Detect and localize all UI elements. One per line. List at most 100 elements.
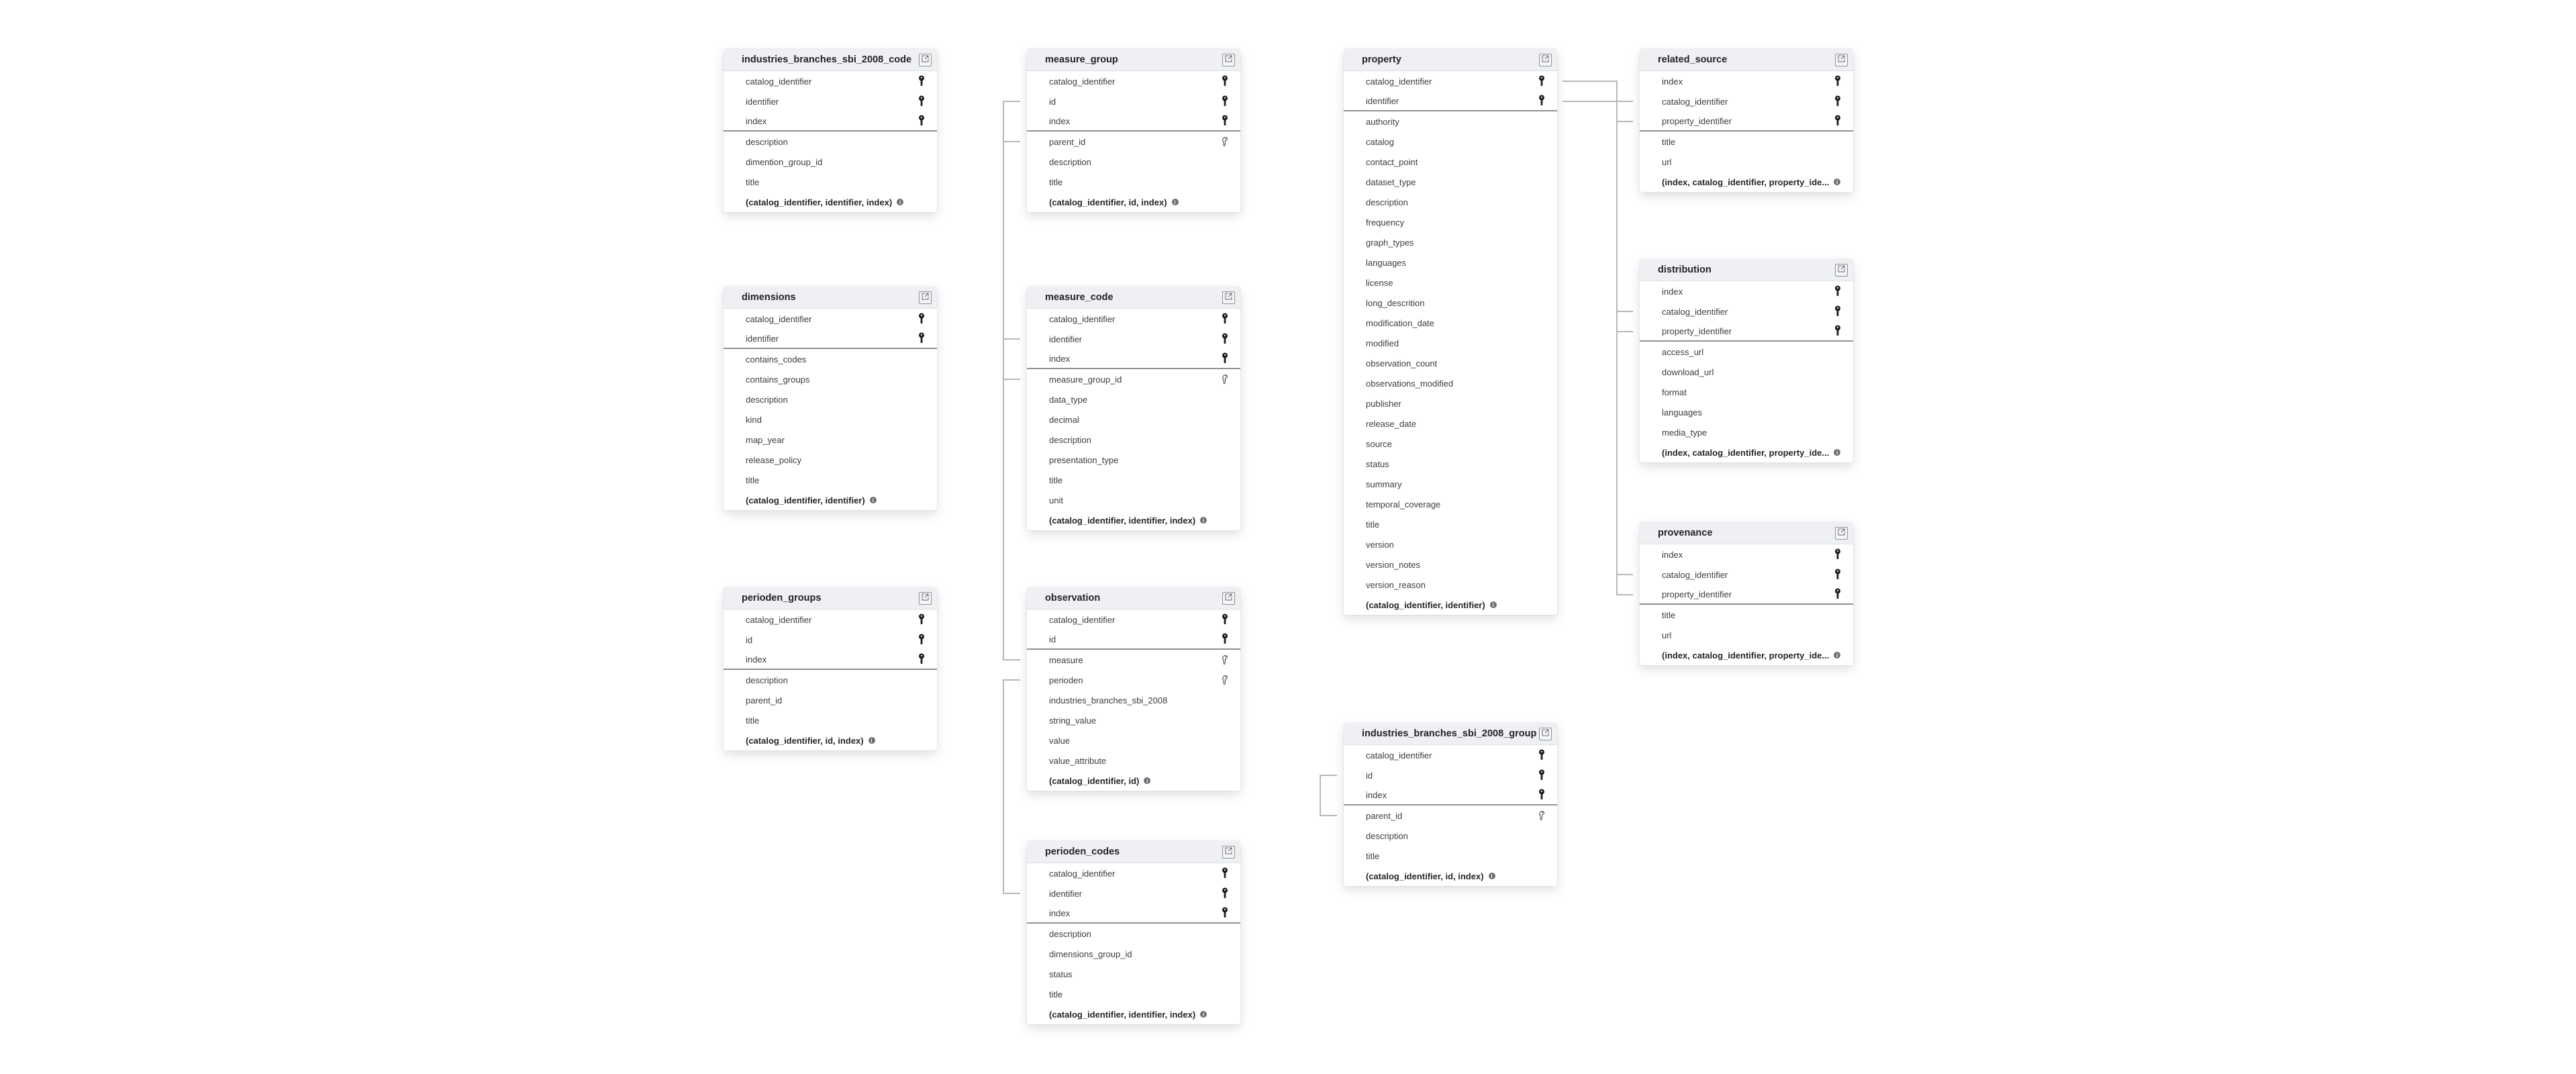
column-row[interactable]: catalog_identifier bbox=[1640, 301, 1853, 322]
column-row[interactable]: release_date bbox=[1344, 413, 1557, 434]
column-row[interactable]: title bbox=[724, 470, 937, 490]
column-row[interactable]: description bbox=[724, 670, 937, 690]
column-row[interactable]: languages bbox=[1344, 252, 1557, 273]
column-row[interactable]: source bbox=[1344, 434, 1557, 454]
column-row[interactable]: kind bbox=[724, 409, 937, 430]
column-row[interactable]: license bbox=[1344, 273, 1557, 293]
open-table-button[interactable] bbox=[1222, 591, 1235, 605]
column-row[interactable]: identifier bbox=[1027, 329, 1240, 349]
column-row[interactable]: id bbox=[724, 630, 937, 650]
column-row[interactable]: id bbox=[1344, 765, 1557, 785]
column-row[interactable]: index bbox=[724, 650, 937, 670]
column-row[interactable]: catalog_identifier bbox=[1027, 863, 1240, 883]
table-title[interactable]: property bbox=[1362, 54, 1401, 65]
column-row[interactable]: identifier bbox=[1344, 91, 1557, 111]
info-icon[interactable]: i bbox=[897, 199, 904, 205]
column-row[interactable]: observations_modified bbox=[1344, 373, 1557, 393]
column-row[interactable]: catalog_identifier bbox=[1640, 91, 1853, 111]
column-row[interactable]: publisher bbox=[1344, 393, 1557, 413]
info-icon[interactable]: i bbox=[868, 737, 875, 744]
column-row[interactable]: title bbox=[1344, 846, 1557, 866]
column-row[interactable]: index bbox=[1344, 785, 1557, 806]
column-row[interactable]: title bbox=[1344, 514, 1557, 534]
column-row[interactable]: identifier bbox=[724, 329, 937, 349]
column-row[interactable]: perioden bbox=[1027, 670, 1240, 690]
column-row[interactable]: catalog_identifier bbox=[724, 309, 937, 329]
column-row[interactable]: index bbox=[1640, 281, 1853, 301]
column-row[interactable]: index bbox=[1027, 349, 1240, 369]
open-table-button[interactable] bbox=[1222, 845, 1235, 859]
column-row[interactable]: download_url bbox=[1640, 362, 1853, 382]
open-table-button[interactable] bbox=[1835, 526, 1848, 540]
column-row[interactable]: data_type bbox=[1027, 389, 1240, 409]
column-row[interactable]: catalog_identifier bbox=[1027, 309, 1240, 329]
table-title[interactable]: provenance bbox=[1658, 528, 1713, 538]
table-title[interactable]: dimensions bbox=[742, 292, 796, 303]
info-icon[interactable]: i bbox=[1171, 199, 1179, 205]
column-row[interactable]: dimensions_group_id bbox=[1027, 944, 1240, 964]
column-row[interactable]: index bbox=[1640, 71, 1853, 91]
column-row[interactable]: summary bbox=[1344, 474, 1557, 494]
info-icon[interactable]: i bbox=[1834, 179, 1841, 185]
column-row[interactable]: contains_codes bbox=[724, 349, 937, 369]
column-row[interactable]: description bbox=[1027, 924, 1240, 944]
column-row[interactable]: authority bbox=[1344, 111, 1557, 132]
column-row[interactable]: measure bbox=[1027, 650, 1240, 670]
info-icon[interactable]: i bbox=[1200, 517, 1207, 524]
column-row[interactable]: parent_id bbox=[1027, 132, 1240, 152]
open-table-button[interactable] bbox=[1539, 53, 1552, 66]
column-row[interactable]: description bbox=[1027, 152, 1240, 172]
column-row[interactable]: catalog_identifier bbox=[1640, 565, 1853, 585]
column-row[interactable]: identifier bbox=[1027, 883, 1240, 904]
info-icon[interactable]: i bbox=[1200, 1011, 1207, 1018]
column-row[interactable]: catalog_identifier bbox=[1027, 71, 1240, 91]
column-row[interactable]: languages bbox=[1640, 402, 1853, 422]
column-row[interactable]: status bbox=[1027, 964, 1240, 984]
table-title[interactable]: perioden_codes bbox=[1045, 846, 1120, 857]
open-table-button[interactable] bbox=[1222, 53, 1235, 66]
column-row[interactable]: presentation_type bbox=[1027, 450, 1240, 470]
info-icon[interactable]: i bbox=[1834, 449, 1841, 456]
column-row[interactable]: contact_point bbox=[1344, 152, 1557, 172]
column-row[interactable]: title bbox=[1640, 132, 1853, 152]
info-icon[interactable]: i bbox=[1489, 601, 1497, 608]
column-row[interactable]: index bbox=[724, 111, 937, 132]
table-title[interactable]: perioden_groups bbox=[742, 593, 822, 603]
column-row[interactable]: description bbox=[1027, 430, 1240, 450]
column-row[interactable]: modification_date bbox=[1344, 313, 1557, 333]
column-row[interactable]: description bbox=[724, 132, 937, 152]
column-row[interactable]: temporal_coverage bbox=[1344, 494, 1557, 514]
table-title[interactable]: measure_code bbox=[1045, 292, 1113, 303]
column-row[interactable]: decimal bbox=[1027, 409, 1240, 430]
column-row[interactable]: title bbox=[1027, 984, 1240, 1004]
column-row[interactable]: frequency bbox=[1344, 212, 1557, 232]
column-row[interactable]: status bbox=[1344, 454, 1557, 474]
column-row[interactable]: property_identifier bbox=[1640, 585, 1853, 605]
open-table-button[interactable] bbox=[1539, 727, 1552, 740]
column-row[interactable]: access_url bbox=[1640, 342, 1853, 362]
open-table-button[interactable] bbox=[1835, 263, 1848, 277]
column-row[interactable]: measure_group_id bbox=[1027, 369, 1240, 389]
table-title[interactable]: industries_branches_sbi_2008_group bbox=[1362, 728, 1537, 739]
column-row[interactable]: map_year bbox=[724, 430, 937, 450]
column-row[interactable]: parent_id bbox=[724, 690, 937, 710]
open-table-button[interactable] bbox=[919, 291, 932, 304]
column-row[interactable]: catalog_identifier bbox=[1027, 609, 1240, 630]
column-row[interactable]: catalog_identifier bbox=[724, 71, 937, 91]
column-row[interactable]: catalog bbox=[1344, 132, 1557, 152]
column-row[interactable]: title bbox=[724, 172, 937, 192]
table-title[interactable]: measure_group bbox=[1045, 54, 1118, 65]
column-row[interactable]: long_descrition bbox=[1344, 293, 1557, 313]
column-row[interactable]: property_identifier bbox=[1640, 111, 1853, 132]
info-icon[interactable]: i bbox=[1834, 652, 1841, 658]
column-row[interactable]: index bbox=[1027, 904, 1240, 924]
column-row[interactable]: graph_types bbox=[1344, 232, 1557, 252]
column-row[interactable]: version_reason bbox=[1344, 575, 1557, 595]
column-row[interactable]: format bbox=[1640, 382, 1853, 402]
open-table-button[interactable] bbox=[1222, 291, 1235, 304]
column-row[interactable]: title bbox=[1027, 470, 1240, 490]
info-icon[interactable]: i bbox=[1144, 777, 1151, 784]
table-title[interactable]: distribution bbox=[1658, 264, 1712, 275]
column-row[interactable]: description bbox=[724, 389, 937, 409]
column-row[interactable]: description bbox=[1344, 192, 1557, 212]
